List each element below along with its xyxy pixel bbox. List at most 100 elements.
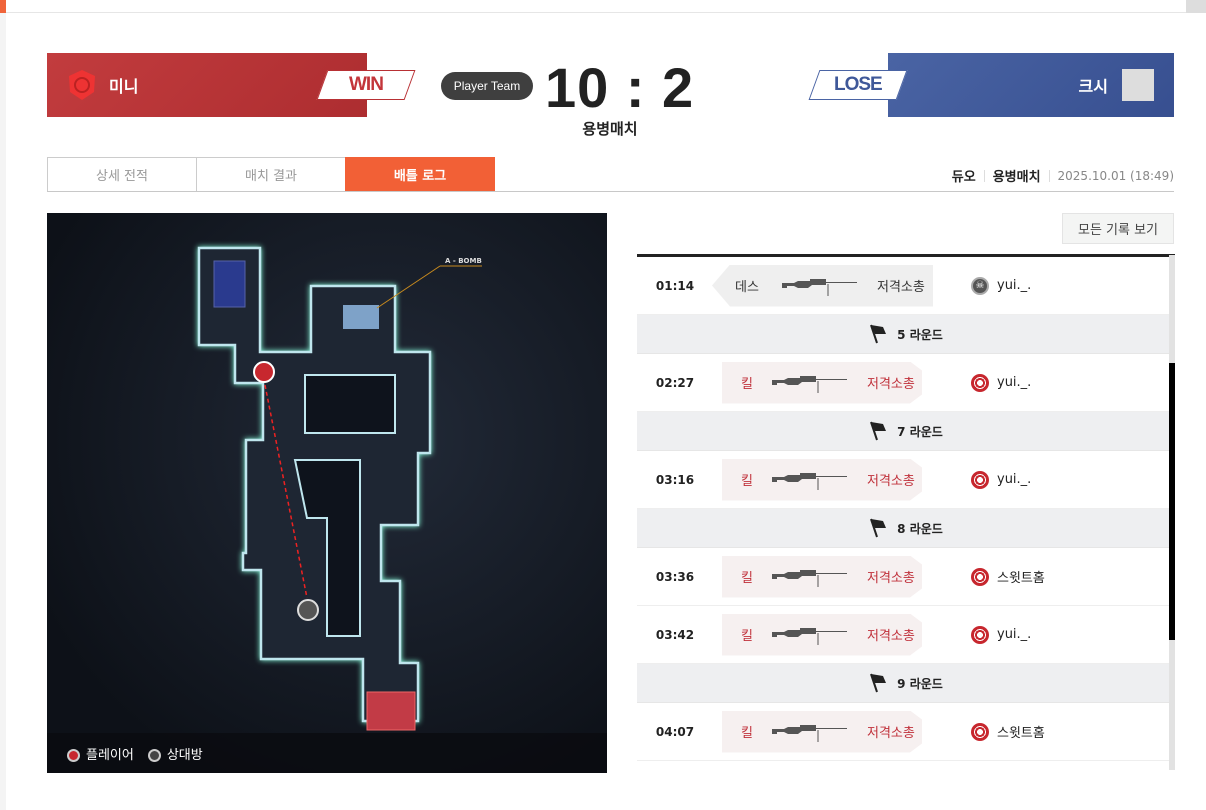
event-action: 킬 xyxy=(741,571,753,586)
target-icon xyxy=(971,470,989,489)
flag-icon xyxy=(870,324,887,344)
round-label: 7 라운드 xyxy=(897,424,943,439)
map-layout: A - BOMB xyxy=(197,246,482,731)
round-label: 8 라운드 xyxy=(897,521,943,536)
event-target: 스윗트홈 xyxy=(971,567,1045,586)
event-time: 03:16 xyxy=(655,472,695,487)
win-badge: WIN xyxy=(316,70,416,100)
lose-badge: LOSE xyxy=(808,70,908,100)
enemy-marker xyxy=(297,599,319,621)
target-icon xyxy=(971,722,989,741)
flag-icon xyxy=(870,518,887,538)
tab-details[interactable]: 상세 전적 xyxy=(47,157,197,192)
round-label: 5 라운드 xyxy=(897,327,943,342)
target-name: yui._. xyxy=(997,375,1032,390)
round-header: 7 라운드 xyxy=(637,412,1175,451)
legend-player: 플레이어 xyxy=(86,747,134,763)
target-icon xyxy=(971,567,989,586)
sniper-rifle-icon xyxy=(782,278,857,296)
left-gutter xyxy=(0,13,6,810)
sniper-rifle-icon xyxy=(772,569,847,587)
event-action: 킬 xyxy=(741,474,753,489)
event-chip: 킬 저격소총 xyxy=(722,361,922,404)
bomb-label: A - BOMB xyxy=(445,257,482,265)
legend-enemy: 상대방 xyxy=(166,747,203,763)
flag-icon xyxy=(870,421,887,441)
blue-spawn xyxy=(213,260,246,308)
sniper-rifle-icon xyxy=(772,375,847,393)
round-header: 5 라운드 xyxy=(637,315,1175,354)
match-mode-label: 용병매치 xyxy=(992,170,1041,185)
weapon-name: 저격소총 xyxy=(867,474,915,489)
sniper-rifle-icon xyxy=(772,627,847,645)
event-target: ☠ yui._. xyxy=(971,276,1032,295)
tab-battle-log[interactable]: 배틀 로그 xyxy=(345,157,495,192)
event-time: 03:42 xyxy=(655,627,695,642)
log-row: 03:16 킬 저격소총 yui._. xyxy=(637,451,1175,509)
event-time: 01:14 xyxy=(655,278,695,293)
tab-bar: 상세 전적 매치 결과 배틀 로그 xyxy=(47,157,495,192)
clan-emblem-icon xyxy=(69,70,95,100)
sniper-rifle-icon xyxy=(772,472,847,490)
event-time: 02:27 xyxy=(655,375,695,390)
log-row: 03:36 킬 저격소총 스윗트홈 xyxy=(637,548,1175,606)
divider xyxy=(47,191,1174,192)
event-chip: 킬 저격소총 xyxy=(722,710,922,753)
round-header: 8 라운드 xyxy=(637,509,1175,548)
tab-match-result[interactable]: 매치 결과 xyxy=(196,157,346,192)
event-action: 킬 xyxy=(741,726,753,741)
target-name: 스윗트홈 xyxy=(997,571,1045,586)
sniper-rifle-icon xyxy=(772,724,847,742)
battle-map: A - BOMB 플레이어 상대방 xyxy=(47,213,607,773)
target-name: yui._. xyxy=(997,627,1032,642)
event-time: 03:36 xyxy=(655,569,695,584)
score: 10 : 2 xyxy=(545,56,695,119)
player-marker xyxy=(253,361,275,383)
match-type: 듀오 xyxy=(951,170,976,185)
flag-icon xyxy=(870,673,887,693)
target-name: yui._. xyxy=(997,472,1032,487)
event-time: 04:07 xyxy=(655,724,695,739)
map-legend: 플레이어 상대방 xyxy=(47,733,607,773)
event-target: yui._. xyxy=(971,625,1032,644)
target-name: yui._. xyxy=(997,278,1032,293)
bomb-site xyxy=(343,305,379,329)
log-scrollbar[interactable] xyxy=(1169,255,1175,770)
red-team-name: 미니 xyxy=(109,77,139,96)
round-label: 9 라운드 xyxy=(897,676,943,691)
page-scrollbar[interactable] xyxy=(1186,0,1206,13)
enemy-dot-icon xyxy=(147,748,161,762)
event-target: yui._. xyxy=(971,470,1032,489)
match-datetime: 2025.10.01 (18:49) xyxy=(1057,168,1174,183)
blue-team-banner: 크시 xyxy=(888,53,1174,117)
player-dot-icon xyxy=(67,748,80,762)
scrollbar-thumb[interactable] xyxy=(1169,363,1175,640)
event-chip: 킬 저격소총 xyxy=(722,458,922,501)
event-chip: 킬 저격소총 xyxy=(722,555,922,598)
log-row-partial xyxy=(637,761,1175,770)
target-name: 스윗트홈 xyxy=(997,726,1045,741)
weapon-name: 저격소총 xyxy=(867,726,915,741)
log-row: 04:07 킬 저격소총 스윗트홈 xyxy=(637,703,1175,761)
event-target: 스윗트홈 xyxy=(971,722,1045,741)
weapon-name: 저격소총 xyxy=(867,629,915,644)
top-bar xyxy=(0,0,1206,13)
red-team-banner: 미니 xyxy=(47,53,367,117)
view-all-button[interactable]: 모든 기록 보기 xyxy=(1062,213,1174,244)
event-action: 킬 xyxy=(741,377,753,392)
log-row: 02:27 킬 저격소총 yui._. xyxy=(637,354,1175,412)
weapon-name: 저격소총 xyxy=(867,571,915,586)
weapon-name: 저격소총 xyxy=(867,377,915,392)
avatar xyxy=(1122,69,1154,101)
event-target: yui._. xyxy=(971,373,1032,392)
accent-strip xyxy=(0,0,6,13)
skull-icon: ☠ xyxy=(971,276,989,295)
event-action: 데스 xyxy=(735,280,759,295)
target-icon xyxy=(971,373,989,392)
match-meta: 듀오 용병매치 2025.10.01 (18:49) xyxy=(951,166,1174,186)
